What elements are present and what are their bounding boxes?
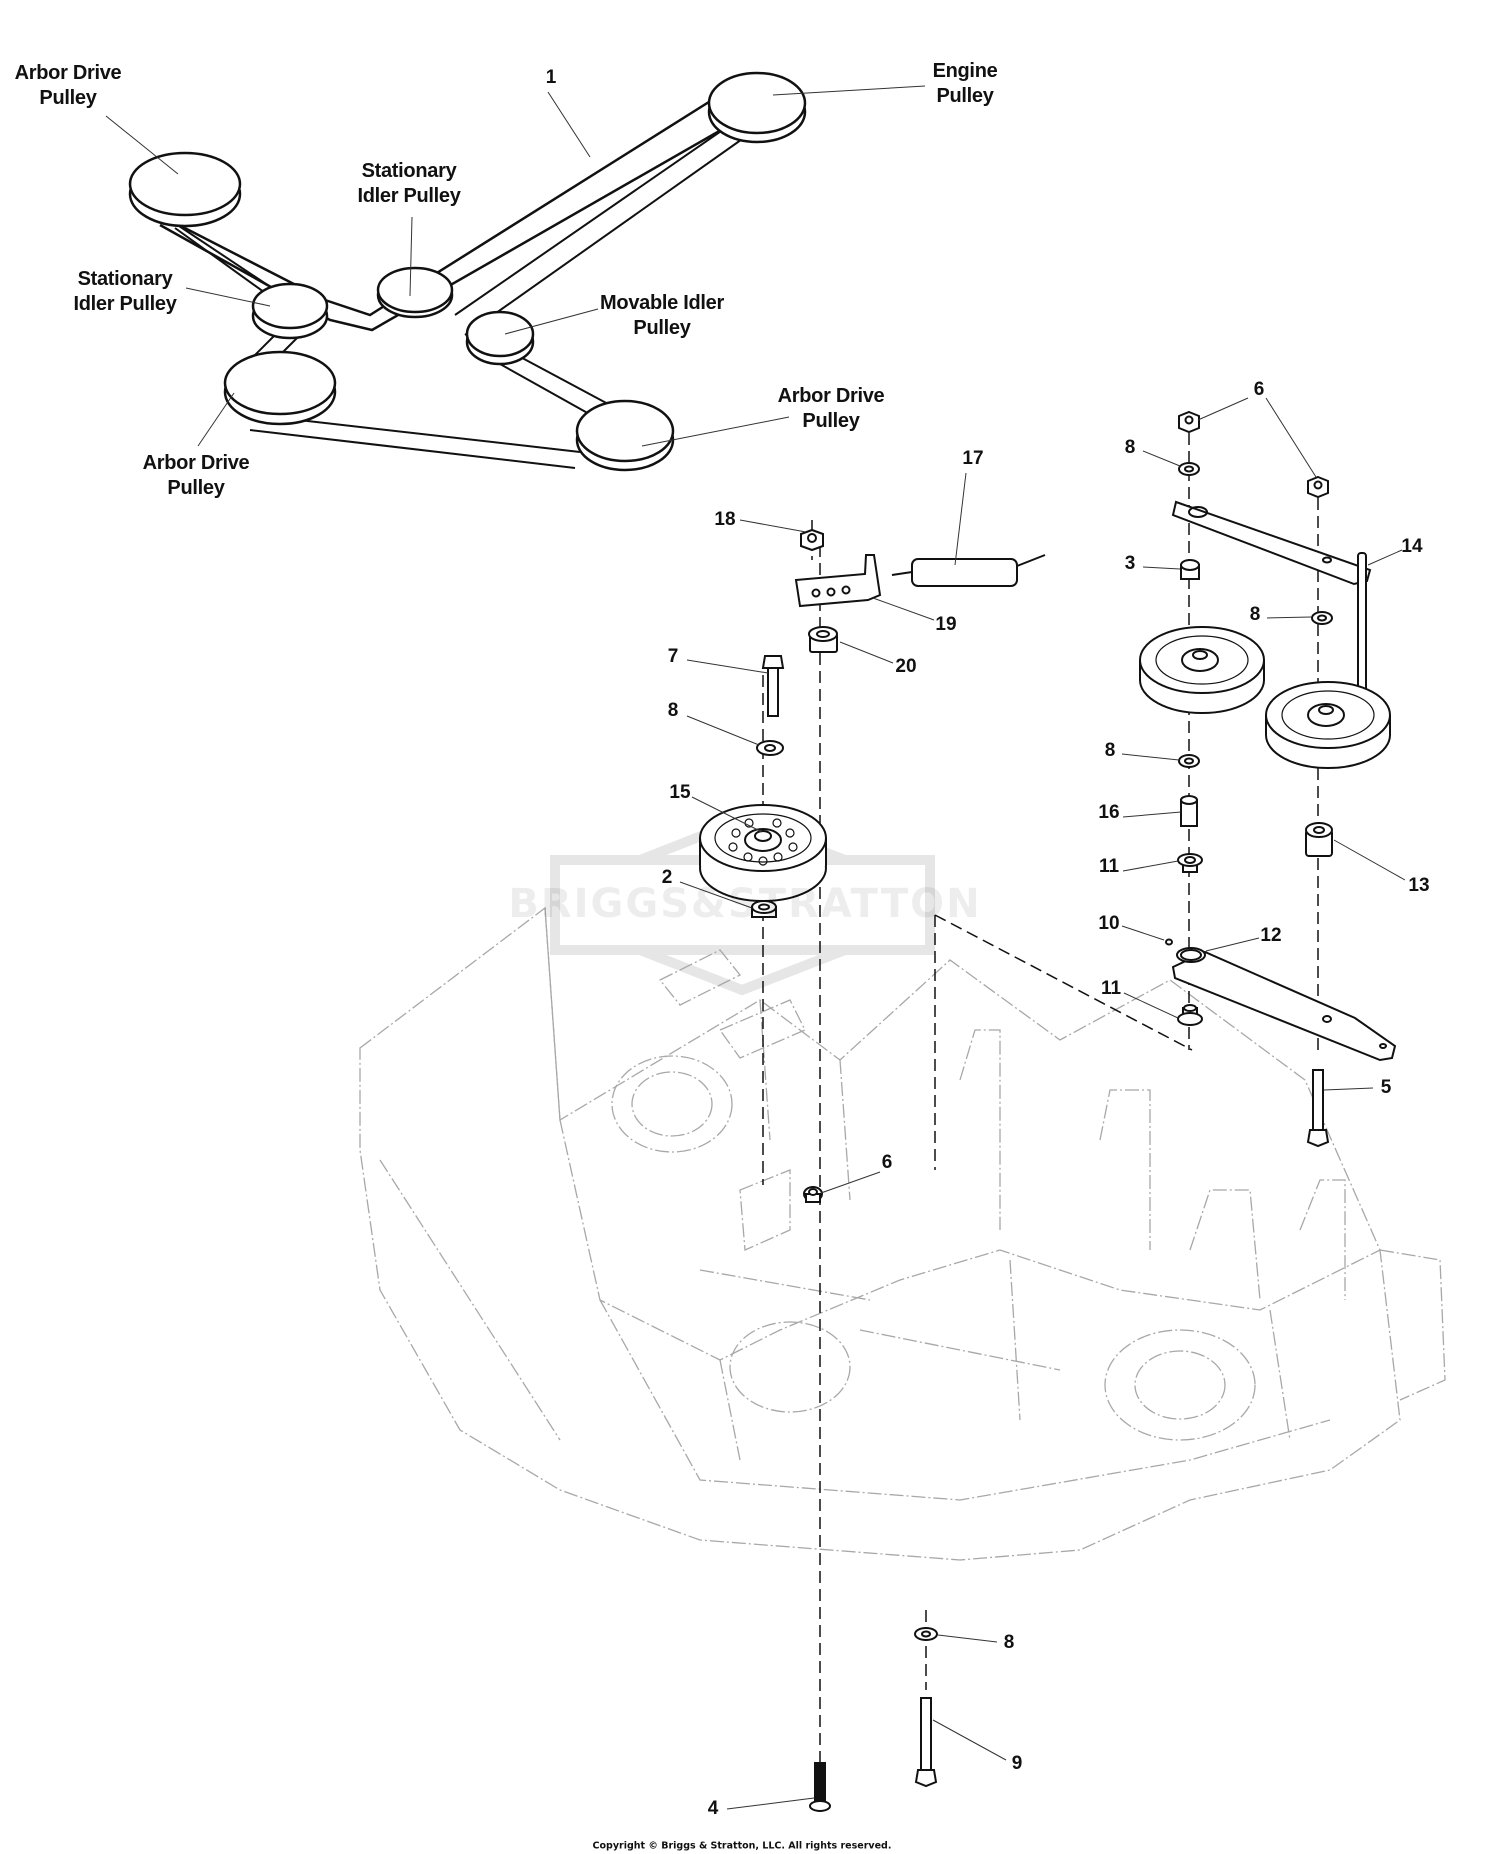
callout-8-top: 8 xyxy=(1124,437,1136,458)
idler-arm-12 xyxy=(1171,947,1397,1062)
stationary-idler-pulley-center xyxy=(376,266,454,319)
mower-deck xyxy=(359,906,1446,1561)
copyright-notice: Copyright © Briggs & Stratton, LLC. All … xyxy=(592,1840,892,1852)
callout-8-center: 8 xyxy=(667,700,679,721)
callout-15: 15 xyxy=(669,782,691,803)
callout-4: 4 xyxy=(707,1798,719,1819)
bolt-9 xyxy=(914,1697,938,1788)
callout-leader-lines xyxy=(679,397,1406,1810)
arbor-drive-pulley-bottom xyxy=(223,350,337,426)
engine-pulley xyxy=(707,71,807,144)
washer-8-mid-right xyxy=(1311,611,1333,625)
callout-1-belt: 1 xyxy=(545,67,557,88)
label-arbor-drive-pulley-right: Arbor Drive Pulley xyxy=(777,385,885,432)
spacer-13 xyxy=(1305,822,1333,857)
idler-pulley-left xyxy=(1139,626,1265,714)
assembly-lines xyxy=(762,415,1319,1800)
spacer-16 xyxy=(1180,795,1198,827)
right-idler-assembly xyxy=(1139,410,1397,1148)
callout-8-bottom: 8 xyxy=(1003,1632,1015,1653)
bushing-3 xyxy=(1180,559,1200,580)
label-arbor-drive-pulley-top-left: Arbor Drive Pulley xyxy=(14,62,122,109)
callout-11-lower: 11 xyxy=(1100,978,1122,999)
stationary-idler-pulley-left xyxy=(251,282,329,340)
callout-8-right: 8 xyxy=(1249,604,1261,625)
idler-pulley-right xyxy=(1265,681,1391,769)
bushing-11-upper xyxy=(1177,853,1203,873)
callout-16: 16 xyxy=(1098,802,1120,823)
washer-8-bottom xyxy=(914,1627,938,1641)
callout-19: 19 xyxy=(935,614,957,635)
bolt-7 xyxy=(761,655,785,717)
callout-5: 5 xyxy=(1380,1077,1392,1098)
callout-6-top: 6 xyxy=(1253,379,1265,400)
spacer-2 xyxy=(751,900,777,918)
arbor-drive-pulley-top-left xyxy=(128,151,242,228)
callout-14: 14 xyxy=(1401,536,1423,557)
washer-8-center xyxy=(756,740,784,756)
callout-7: 7 xyxy=(667,646,679,667)
idler-arm-14 xyxy=(1171,500,1372,719)
callout-6-center: 6 xyxy=(881,1152,893,1173)
callout-17: 17 xyxy=(962,448,984,469)
washer-8-lower-left xyxy=(1178,754,1200,768)
callout-10: 10 xyxy=(1098,913,1120,934)
bushing-11-lower xyxy=(1177,1004,1203,1026)
center-idler-assembly xyxy=(699,528,1046,1812)
movable-idler-pulley xyxy=(465,310,535,366)
idler-pulley-15 xyxy=(699,804,827,902)
flange-nut-6-right xyxy=(1307,475,1329,499)
spacer-20 xyxy=(808,626,838,653)
idler-bracket-19 xyxy=(794,554,882,608)
label-movable-idler-pulley: Movable Idler Pulley xyxy=(600,292,724,339)
washer-8-top xyxy=(1178,462,1200,476)
grease-fitting-10 xyxy=(1165,938,1173,946)
callout-18: 18 xyxy=(714,509,736,530)
label-engine-pulley: Engine Pulley xyxy=(932,60,998,107)
callout-8-lower: 8 xyxy=(1104,740,1116,761)
flange-nut-6-left xyxy=(1178,410,1200,434)
belt xyxy=(139,93,743,332)
label-stationary-idler-pulley-center: Stationary Idler Pulley xyxy=(357,160,461,207)
callout-2: 2 xyxy=(661,867,673,888)
callout-11-upper: 11 xyxy=(1098,856,1120,877)
callout-3: 3 xyxy=(1124,553,1136,574)
bolt-5 xyxy=(1306,1069,1330,1148)
tension-spring-17 xyxy=(891,554,1046,587)
label-stationary-idler-pulley-left: Stationary Idler Pulley xyxy=(73,268,177,315)
callout-9: 9 xyxy=(1011,1753,1023,1774)
belt-leader-lines xyxy=(105,85,926,447)
callout-13: 13 xyxy=(1408,875,1430,896)
label-arbor-drive-pulley-bottom: Arbor Drive Pulley xyxy=(142,452,250,499)
callout-20: 20 xyxy=(895,656,917,677)
belt-routing-diagram xyxy=(128,71,807,472)
arbor-drive-pulley-right xyxy=(575,399,675,472)
brand-watermark: BRIGGS&STRATTON xyxy=(508,881,982,927)
flange-nut-6-center xyxy=(803,1186,823,1203)
bolt-4 xyxy=(809,1762,831,1812)
callout-12: 12 xyxy=(1260,925,1282,946)
